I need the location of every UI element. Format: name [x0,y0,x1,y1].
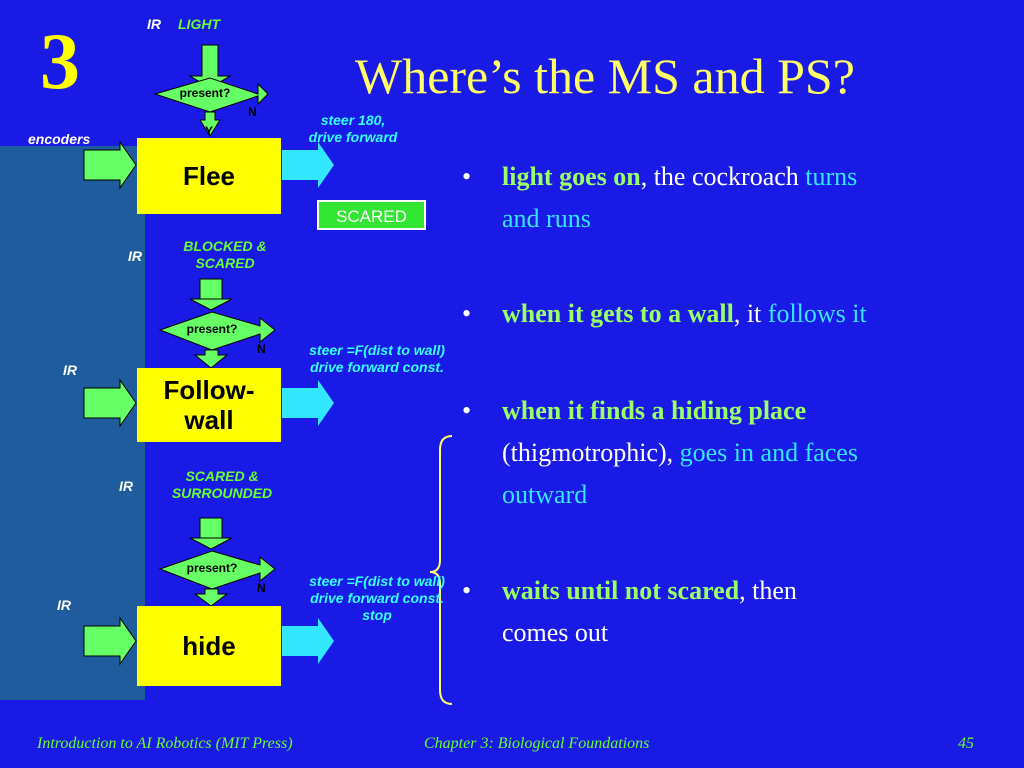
follow-wall-box-line2: wall [184,405,234,435]
bullet-4-bold: waits until not scared [502,576,740,605]
decision-1-label: present? [179,86,231,100]
bullet-item-2: • when it gets to a wall, it follows it [462,293,1002,335]
hide-output-line3: stop [362,607,392,623]
bullet-1-line2: and runs [502,204,591,233]
decision-1-no: N [248,105,257,119]
hide-output-line2: drive forward const. [310,590,444,606]
condition-1-line2: SCARED [195,255,255,271]
decision-2-label: present? [186,322,238,336]
flee-output: steer 180, drive forward [293,112,413,146]
bullet-3-line3: outward [502,480,588,509]
decision-1-yes: Y [205,124,214,138]
bullet-2-cyan: follows it [767,299,867,328]
bullet-dot-icon: • [462,162,472,191]
footer-page-number: 45 [958,735,974,752]
bullet-1-bold: light goes on [502,162,641,191]
hide-output-line1: steer =F(dist to wall) [309,573,445,589]
follow-wall-output: steer =F(dist to wall) drive forward con… [287,342,467,376]
condition-2-line2: SURROUNDED [171,485,273,501]
footer-chapter: Chapter 3: Biological Foundations [424,735,650,752]
decision-2-diamond [158,278,276,369]
input-arrows [83,140,137,666]
output-arrows [282,142,334,664]
bullet-4-plain: , then [739,576,797,605]
decision-3-no: N [257,581,266,595]
curly-bracket [429,435,453,705]
follow-wall-output-line1: steer =F(dist to wall) [309,342,445,358]
condition-1-line1: BLOCKED & [183,238,267,254]
encoders-label: encoders [28,131,91,147]
flee-box: Flee [137,138,281,214]
decision-3-label: present? [186,561,238,575]
slide-number-badge: 3 [40,18,80,106]
top-light-label: LIGHT [178,16,220,32]
bullet-3-line2-plain: (thigmotrophic), [502,438,680,467]
bullet-3-line2-cyan: goes in and faces [679,438,858,467]
bullet-1-cyan: turns [805,162,858,191]
decision-2-no: N [257,342,266,356]
top-ir-label: IR [147,16,161,32]
bullet-dot-icon: • [462,299,472,328]
hide-box: hide [137,606,281,686]
bullet-2-bold: when it gets to a wall [502,299,734,328]
condition-blocked-scared: BLOCKED & SCARED [160,238,290,272]
scared-badge: SCARED [317,200,426,230]
decision-1-diamond [153,44,269,137]
bullet-2-plain: , it [733,299,768,328]
bullet-dot-icon: • [462,396,472,425]
follow-wall-box: Follow- wall [137,368,281,442]
condition-2-line1: SCARED & [185,468,259,484]
bullet-item-3: • when it finds a hiding place (thigmotr… [462,390,1002,516]
ir-label-1: IR [128,248,142,264]
ir-label-3: IR [119,478,133,494]
bullet-3-bold: when it finds a hiding place [502,396,807,425]
ir-label-4: IR [57,597,71,613]
hide-box-label: hide [182,631,236,661]
bullet-4-line2: comes out [502,618,609,647]
bullet-1-plain: , the cockroach [640,162,806,191]
hide-output: steer =F(dist to wall) drive forward con… [287,573,467,624]
footer-book-title: Introduction to AI Robotics (MIT Press) [37,735,293,752]
flee-output-line1: steer 180, [320,112,386,128]
bullet-item-1: • light goes on, the cockroach turns and… [462,156,1002,240]
bullet-dot-icon: • [462,576,472,605]
flee-box-label: Flee [182,161,236,191]
page-title: Where’s the MS and PS? [355,48,855,104]
ir-label-2: IR [63,362,77,378]
follow-wall-output-line2: drive forward const. [310,359,444,375]
decision-3-diamond [158,517,276,607]
follow-wall-box-line1: Follow- [163,375,255,405]
condition-scared-surrounded: SCARED & SURROUNDED [152,468,292,502]
flee-output-line2: drive forward [308,129,398,145]
bullet-item-4: • waits until not scared, then comes out [462,570,1002,654]
